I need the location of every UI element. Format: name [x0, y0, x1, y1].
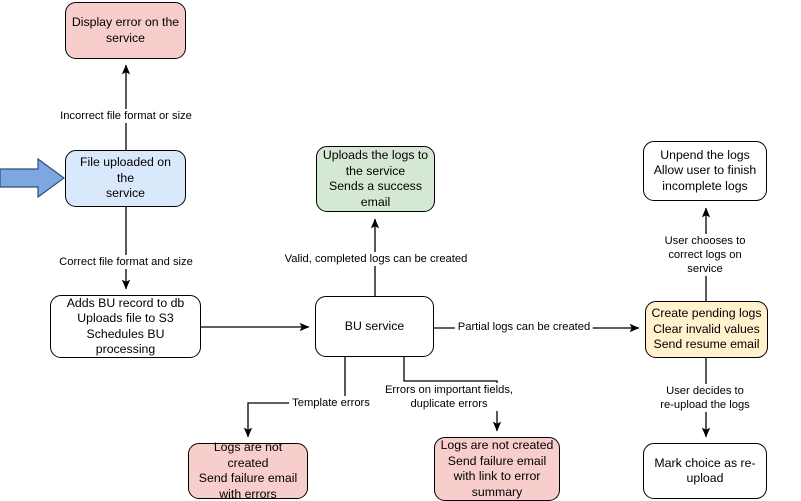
edge-label-correct-file-format-and-size: Correct file format and size [56, 255, 196, 269]
node-create-pending-logs[interactable]: Create pending logs Clear invalid values… [645, 301, 768, 358]
node-unpend-the-logs[interactable]: Unpend the logs Allow user to finish inc… [643, 141, 767, 201]
edge-label-user-decides-to-re-upload: User decides to re-upload the logs [657, 384, 753, 412]
node-logs-not-created-error-summary[interactable]: Logs are not created Send failure email … [434, 437, 560, 501]
node-uploads-the-logs-to-the-service[interactable]: Uploads the logs to the service Sends a … [316, 146, 435, 212]
node-logs-not-created-with-errors[interactable]: Logs are not created Send failure email … [188, 440, 308, 501]
node-mark-choice-as-re-upload[interactable]: Mark choice as re- upload [643, 443, 767, 499]
node-bu-service[interactable]: BU service [315, 296, 434, 357]
node-adds-bu-record-to-db[interactable]: Adds BU record to db Uploads file to S3 … [50, 295, 201, 358]
edge-label-partial-logs-can-be-created: Partial logs can be created [454, 320, 594, 334]
edge-label-user-chooses-to-correct-logs: User chooses to correct logs on service [657, 234, 753, 276]
node-file-uploaded-on-the-service[interactable]: File uploaded on the service [65, 150, 186, 207]
edge-label-incorrect-file-format-or-size: Incorrect file format or size [57, 109, 195, 123]
external-input-arrow [0, 158, 66, 198]
edge-label-valid-completed-logs-can-be-created: Valid, completed logs can be created [281, 252, 471, 266]
node-display-error[interactable]: Display error on the service [65, 2, 186, 59]
edge-label-errors-on-important-fields: Errors on important fields, duplicate er… [381, 383, 517, 411]
edge-label-template-errors: Template errors [289, 396, 373, 410]
